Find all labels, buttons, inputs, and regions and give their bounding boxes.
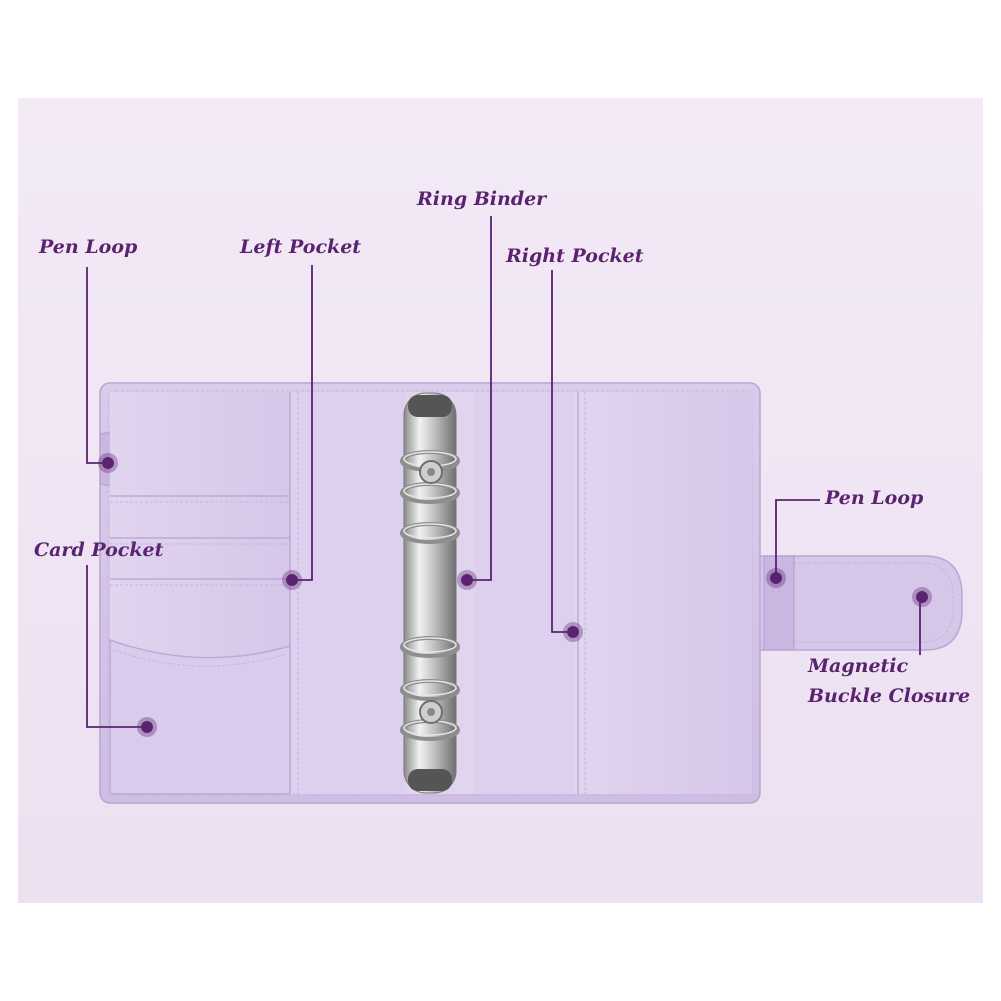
label-magnetic-line1: Magnetic <box>808 655 909 677</box>
ring-binder-mechanism <box>400 392 460 794</box>
label-left-pocket: Left Pocket <box>240 236 362 258</box>
leader-lines <box>86 216 921 728</box>
label-pen-loop-right: Pen Loop <box>825 487 924 509</box>
label-right-pocket: Right Pocket <box>506 245 644 267</box>
label-pen-loop-left: Pen Loop <box>39 236 138 258</box>
right-pocket-panel <box>475 392 752 794</box>
magnetic-buckle-strap <box>739 555 963 651</box>
leader-markers <box>102 457 928 733</box>
label-ring-binder: Ring Binder <box>417 188 547 210</box>
left-pocket-panel <box>109 392 410 795</box>
label-magnetic-closure: Magnetic Buckle Closure <box>808 651 970 711</box>
label-magnetic-line2: Buckle Closure <box>808 685 971 707</box>
label-card-pocket: Card Pocket <box>34 539 164 561</box>
